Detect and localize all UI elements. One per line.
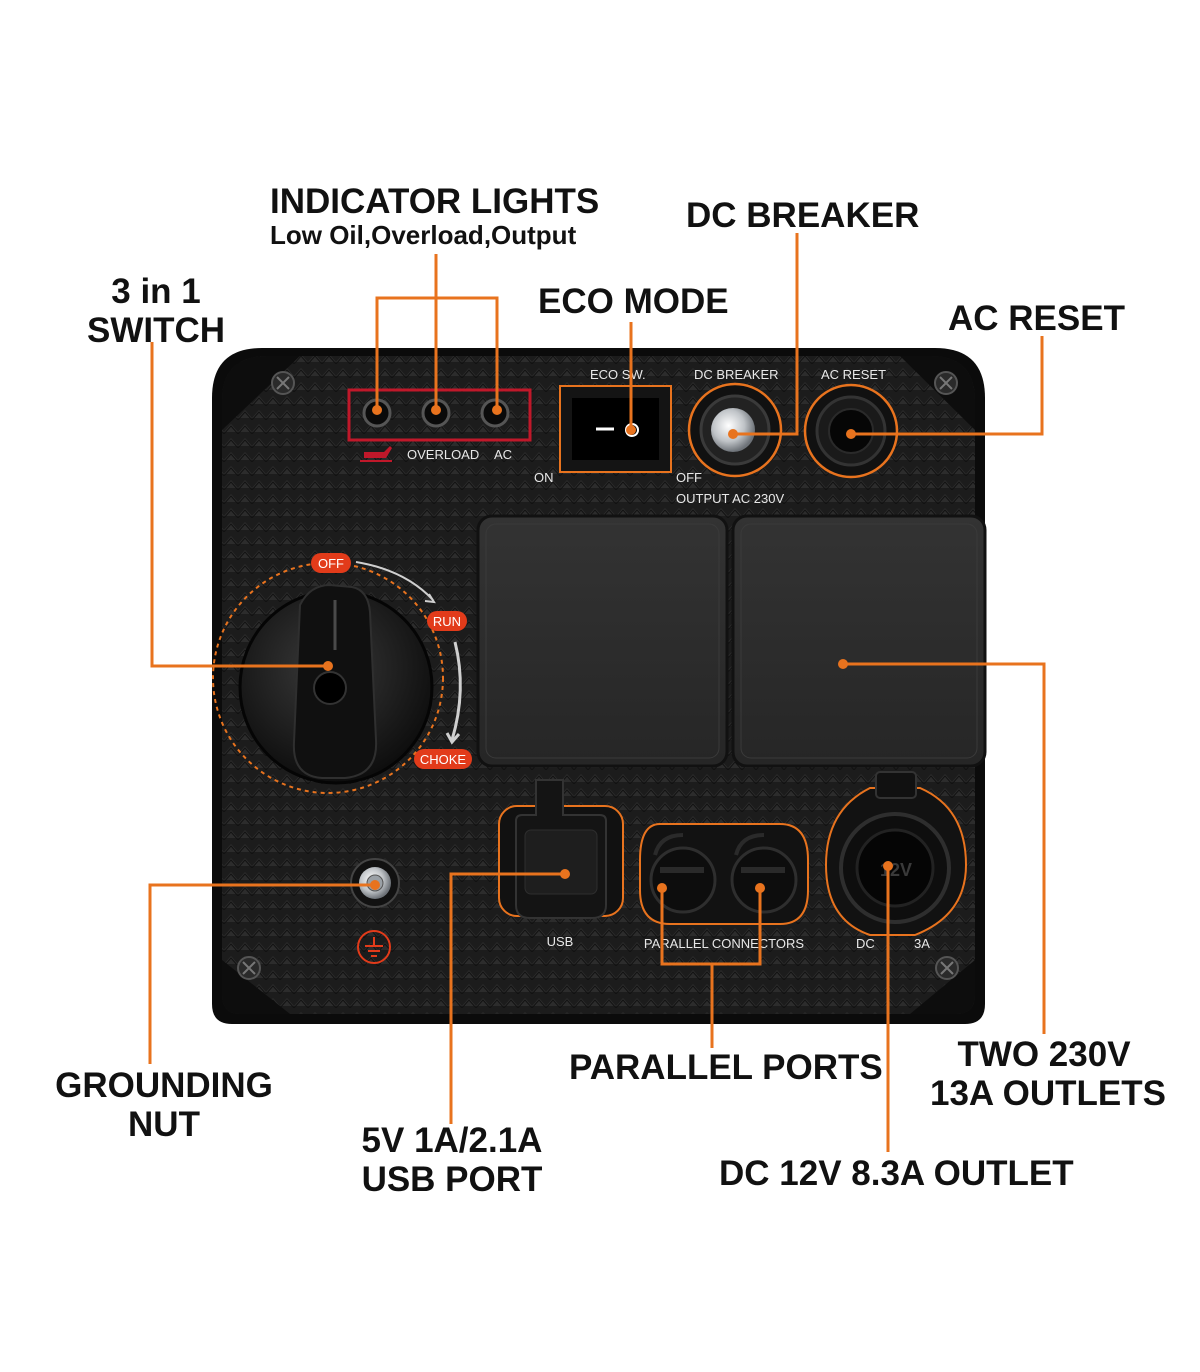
ac-reset-panel-label: AC RESET	[821, 367, 886, 382]
off-label: OFF	[676, 470, 702, 485]
ac-label: AC	[494, 447, 512, 462]
screw-icon	[935, 956, 959, 980]
callout-outlets-line-1: TWO 230V	[957, 1035, 1131, 1074]
leader-indicator-lights	[375, 254, 499, 410]
callout-two-outlets: TWO 230V 13A OUTLETS	[930, 1035, 1166, 1114]
dc-outlet[interactable]: 12V DC 3A	[824, 771, 968, 951]
callout-eco-mode: ECO MODE	[538, 282, 729, 321]
callout-ac-reset: AC RESET	[948, 299, 1125, 338]
eco-sw-label: ECO SW.	[590, 367, 646, 382]
leader-parallel-ports	[660, 888, 762, 1048]
leader-three-in-one-switch	[150, 342, 328, 668]
callout-indicator-lights-subtitle: Low Oil,Overload,Output	[270, 220, 577, 251]
screw-icon	[237, 956, 261, 980]
leader-dots	[323, 405, 893, 893]
svg-text:RUN: RUN	[433, 614, 461, 629]
callout-usb-line-2: USB PORT	[361, 1160, 543, 1200]
leader-lines	[148, 233, 1046, 1152]
callout-grounding-line-2: NUT	[128, 1105, 200, 1145]
usb-cap-icon[interactable]	[515, 779, 607, 919]
parallel-cap-icon[interactable]	[730, 833, 798, 914]
callout-usb-line-1: 5V 1A/2.1A	[361, 1121, 543, 1160]
outlet-cover-right[interactable]	[731, 514, 987, 768]
callout-grounding-line-1: GROUNDING	[55, 1066, 273, 1105]
leader-grounding-nut	[148, 883, 375, 1064]
switch-position-off: OFF	[311, 553, 351, 573]
output-label: OUTPUT AC 230V	[676, 491, 784, 506]
on-label: ON	[534, 470, 554, 485]
callout-parallel-ports: PARALLEL PORTS	[569, 1048, 883, 1087]
leader-dc-breaker	[733, 233, 799, 436]
svg-text:OFF: OFF	[318, 556, 344, 571]
callout-three-in-one-switch: 3 in 1 SWITCH	[56, 272, 256, 350]
ground-symbol-icon	[357, 930, 391, 964]
parallel-connectors-label: PARALLEL CONNECTORS	[644, 936, 804, 951]
screw-icon	[271, 371, 295, 395]
callout-switch-line-1: 3 in 1	[111, 272, 201, 311]
oil-can-icon	[360, 446, 392, 462]
eco-switch[interactable]: ECO SW. ON OFF	[534, 367, 702, 485]
overload-label: OVERLOAD	[407, 447, 479, 462]
dc-label-left: DC	[856, 936, 875, 951]
callout-usb-port: 5V 1A/2.1A USB PORT	[340, 1121, 564, 1199]
screw-icon	[934, 371, 958, 395]
rocker-switch-icon[interactable]	[572, 398, 659, 460]
callout-outlets-line-2: 13A OUTLETS	[930, 1074, 1166, 1114]
usb-port[interactable]: USB	[498, 779, 624, 949]
dc-label-right: 3A	[914, 936, 930, 951]
svg-text:CHOKE: CHOKE	[420, 752, 467, 767]
leader-usb-port	[449, 872, 565, 1124]
leader-ac-reset	[851, 336, 1044, 436]
callout-grounding-nut: GROUNDING NUT	[40, 1066, 288, 1144]
callout-dc-breaker: DC BREAKER	[686, 196, 920, 235]
callout-indicator-lights-title: INDICATOR LIGHTS	[270, 182, 600, 221]
usb-label: USB	[547, 934, 574, 949]
callout-dc-outlet: DC 12V 8.3A OUTLET	[719, 1154, 1074, 1193]
outlet-cover-left[interactable]	[476, 514, 729, 768]
parallel-cap-icon[interactable]	[649, 833, 717, 914]
switch-position-run: RUN	[427, 611, 467, 631]
switch-position-choke: CHOKE	[414, 749, 472, 769]
parallel-connectors[interactable]: PARALLEL CONNECTORS	[639, 823, 809, 951]
rotary-switch[interactable]: OFF RUN CHOKE	[212, 553, 472, 794]
callout-indicator-lights: INDICATOR LIGHTS Low Oil,Overload,Output	[270, 182, 599, 250]
dc-breaker-panel-label: DC BREAKER	[694, 367, 779, 382]
leader-two-outlets	[843, 662, 1046, 1034]
callout-switch-line-2: SWITCH	[86, 311, 226, 351]
rotary-knob-icon[interactable]	[292, 583, 378, 779]
